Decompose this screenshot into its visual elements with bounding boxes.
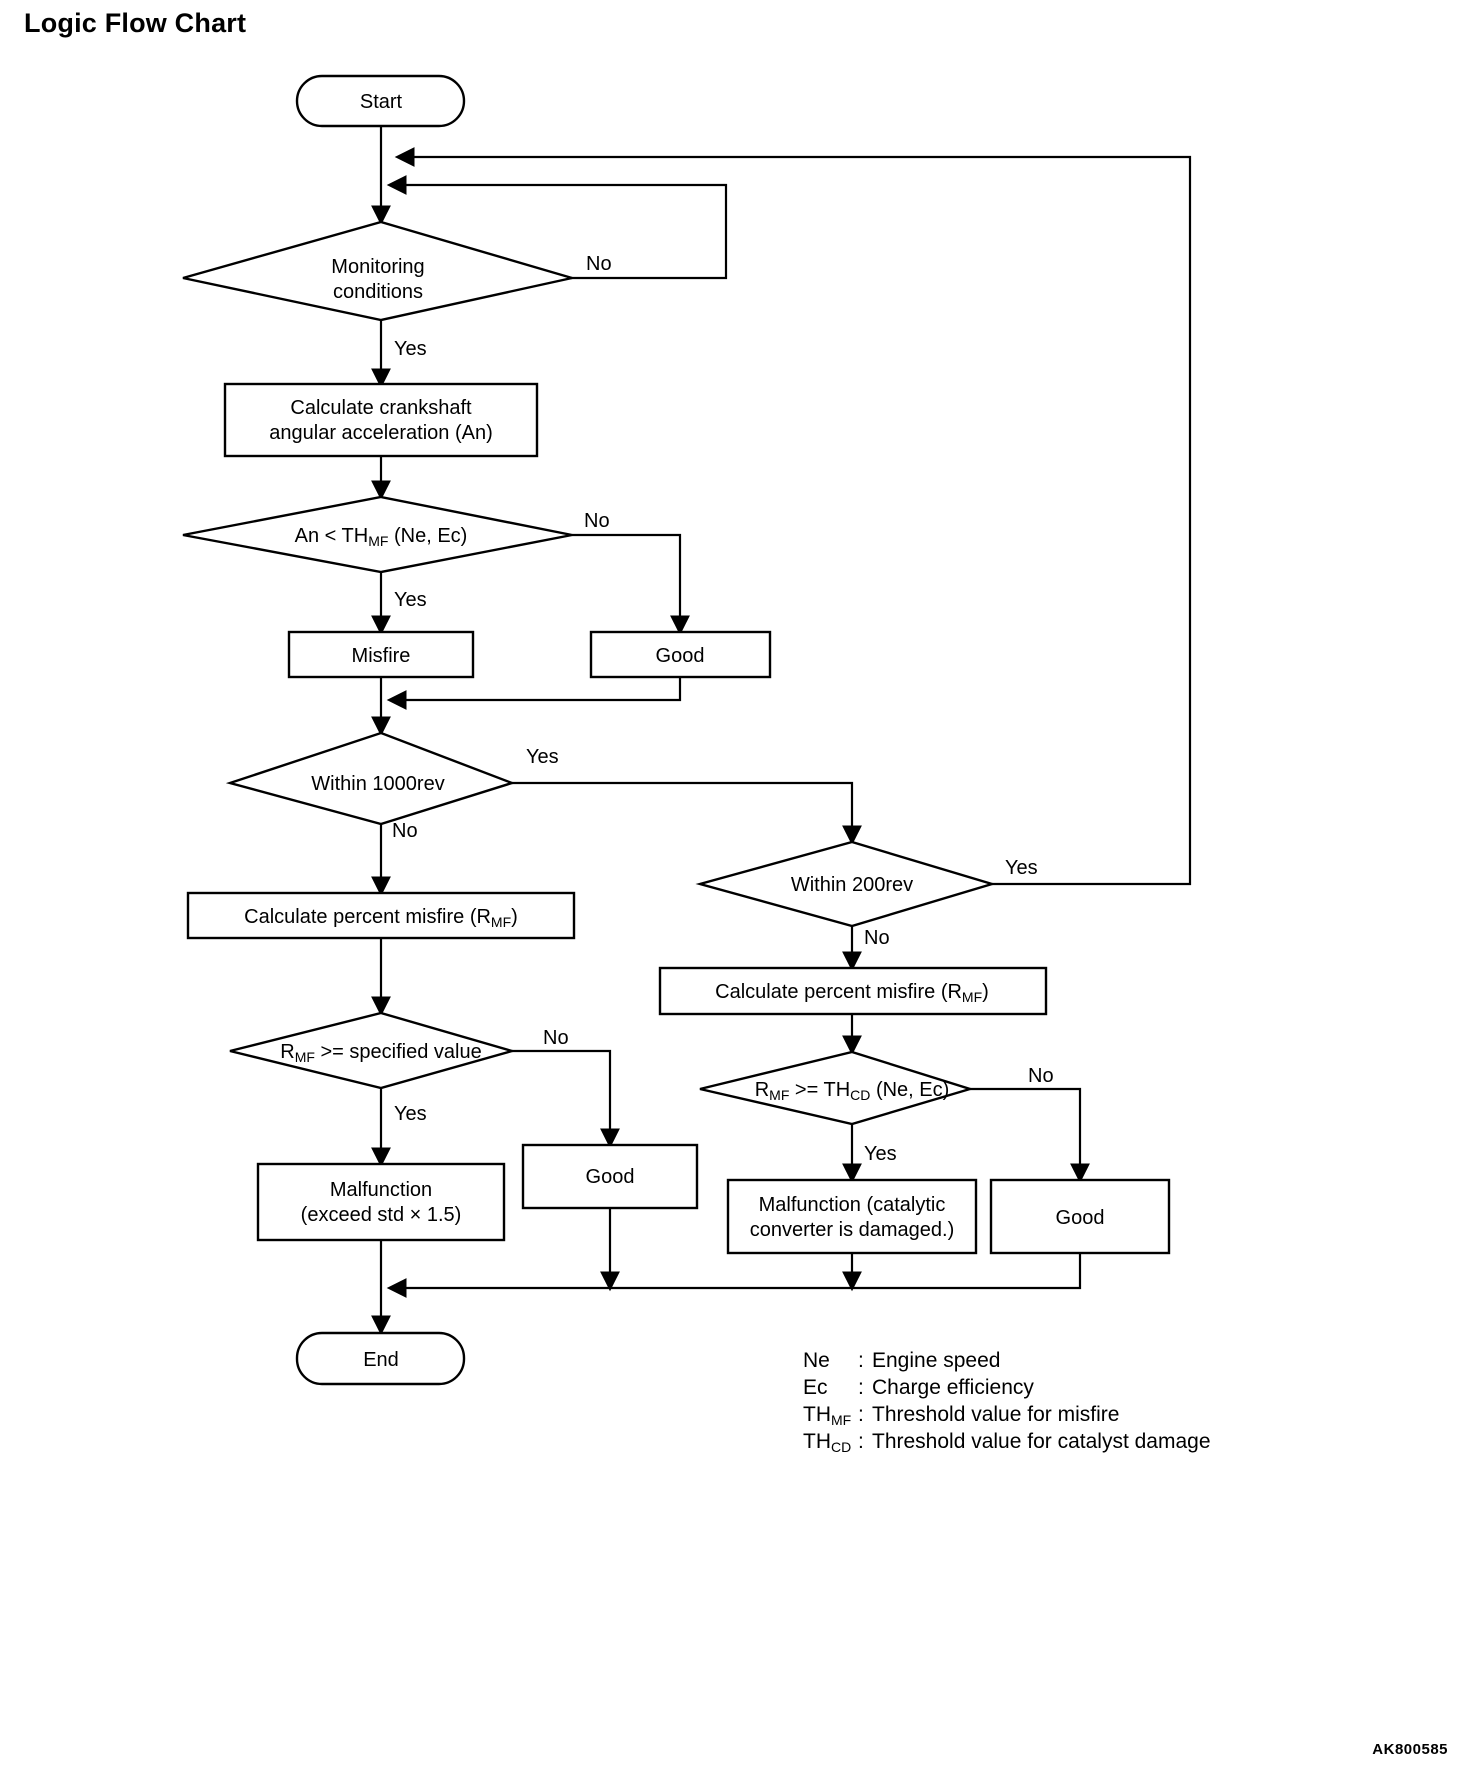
edge-label-an-yes: Yes bbox=[394, 589, 427, 611]
legend-symbol-ec: Ec bbox=[803, 1376, 828, 1399]
edge-label-within1000-no: No bbox=[392, 820, 418, 842]
node-monitoring-conditions[interactable]: Monitoring conditions bbox=[182, 220, 573, 322]
legend-symbol-ne: Ne bbox=[803, 1349, 830, 1372]
node-start[interactable]: Start bbox=[295, 74, 466, 128]
edge-an-no bbox=[572, 533, 690, 636]
node-good-3-label: Good bbox=[1056, 1207, 1105, 1229]
legend-row-ec: Ec : Charge efficiency bbox=[803, 1376, 1034, 1399]
node-good-2[interactable]: Good bbox=[521, 1143, 699, 1210]
edge-label-monitoring-no: No bbox=[586, 253, 612, 275]
node-end[interactable]: End bbox=[295, 1331, 466, 1386]
edge-good3-merge-bus bbox=[386, 1253, 1082, 1298]
node-malfunction-catalytic-converter[interactable]: Malfunction (catalytic converter is dama… bbox=[726, 1178, 978, 1255]
legend: Ne : Engine speed Ec : Charge efficiency… bbox=[803, 1349, 1211, 1455]
edge-rmfthcd-no bbox=[970, 1087, 1090, 1184]
node-rmf-gte-spec-label: RMF >= specified value bbox=[280, 1041, 481, 1065]
figure-code: AK800585 bbox=[1372, 1741, 1448, 1758]
edge-rmfspec-no bbox=[512, 1049, 620, 1149]
node-an-lt-thmf[interactable]: An < THMF (Ne, Ec) bbox=[182, 495, 573, 574]
node-monitoring-label-line2: conditions bbox=[333, 281, 423, 303]
node-calculate-crankshaft-acceleration[interactable]: Calculate crankshaft angular acceleratio… bbox=[223, 382, 539, 458]
node-rmf-gte-thcd[interactable]: RMF >= THCD (Ne, Ec) bbox=[699, 1050, 975, 1126]
node-calcaccel-line2: angular acceleration (An) bbox=[269, 422, 492, 444]
node-malfunction-cat-line1: Malfunction (catalytic bbox=[759, 1194, 946, 1216]
node-calculate-percent-misfire-left[interactable]: Calculate percent misfire (RMF) bbox=[186, 891, 576, 940]
node-misfire[interactable]: Misfire bbox=[287, 630, 475, 679]
edge-within1000-yes bbox=[512, 781, 862, 846]
edge-monitoring-no-loop bbox=[386, 175, 728, 280]
edge-label-rmfthcd-no: No bbox=[1028, 1065, 1054, 1087]
edge-label-rmfthcd-yes: Yes bbox=[864, 1143, 897, 1165]
edge-label-rmfspec-no: No bbox=[543, 1027, 569, 1049]
edge-within200-yes-loop bbox=[394, 147, 1192, 886]
legend-sep-thmf: : bbox=[858, 1403, 864, 1426]
node-rmf-gte-specified-value[interactable]: RMF >= specified value bbox=[229, 1011, 517, 1090]
legend-row-thcd: THCD : Threshold value for catalyst dama… bbox=[803, 1430, 1211, 1455]
node-calcaccel-line1: Calculate crankshaft bbox=[290, 397, 472, 419]
node-good-2-label: Good bbox=[586, 1166, 635, 1188]
node-end-label: End bbox=[363, 1349, 399, 1371]
legend-desc-ec: Charge efficiency bbox=[872, 1376, 1034, 1399]
legend-row-thmf: THMF : Threshold value for misfire bbox=[803, 1403, 1119, 1428]
edge-label-within1000-yes: Yes bbox=[526, 746, 559, 768]
node-start-label: Start bbox=[360, 91, 403, 113]
node-good-1-label: Good bbox=[656, 645, 705, 667]
node-good-1[interactable]: Good bbox=[589, 630, 772, 679]
node-within-1000rev[interactable]: Within 1000rev bbox=[225, 731, 516, 826]
page-title: Logic Flow Chart bbox=[24, 8, 247, 38]
edge-label-an-no: No bbox=[584, 510, 610, 532]
legend-sep-thcd: : bbox=[858, 1430, 864, 1453]
legend-desc-thcd: Threshold value for catalyst damage bbox=[872, 1430, 1211, 1453]
node-malfunction-std-line2: (exceed std × 1.5) bbox=[301, 1204, 462, 1226]
node-malfunction-std-line1: Malfunction bbox=[330, 1179, 432, 1201]
node-rmf-gte-thcd-label: RMF >= THCD (Ne, Ec) bbox=[755, 1079, 950, 1103]
legend-desc-thmf: Threshold value for misfire bbox=[872, 1403, 1119, 1426]
node-calcpct-right-label: Calculate percent misfire (RMF) bbox=[715, 981, 989, 1005]
node-monitoring-label-line1: Monitoring bbox=[331, 256, 424, 278]
node-calcpct-left-label: Calculate percent misfire (RMF) bbox=[244, 906, 518, 930]
node-misfire-label: Misfire bbox=[352, 645, 411, 667]
legend-row-ne: Ne : Engine speed bbox=[803, 1349, 1000, 1372]
node-within-200rev[interactable]: Within 200rev bbox=[695, 840, 997, 928]
legend-symbol-thcd: THCD bbox=[803, 1430, 851, 1455]
edge-label-within200-no: No bbox=[864, 927, 890, 949]
edge-label-within200-yes: Yes bbox=[1005, 857, 1038, 879]
node-malfunction-cat-line2: converter is damaged.) bbox=[750, 1219, 955, 1241]
edge-good1-merge bbox=[386, 677, 682, 710]
legend-symbol-thmf: THMF bbox=[803, 1403, 851, 1428]
edge-label-monitoring-yes: Yes bbox=[394, 338, 427, 360]
legend-sep-ec: : bbox=[858, 1376, 864, 1399]
node-good-3[interactable]: Good bbox=[989, 1178, 1171, 1255]
node-calculate-percent-misfire-right[interactable]: Calculate percent misfire (RMF) bbox=[658, 966, 1048, 1016]
node-an-lt-thmf-label: An < THMF (Ne, Ec) bbox=[295, 525, 468, 549]
node-malfunction-exceed-std[interactable]: Malfunction (exceed std × 1.5) bbox=[256, 1162, 506, 1242]
node-within1000-label: Within 1000rev bbox=[311, 773, 444, 795]
edge-label-rmfspec-yes: Yes bbox=[394, 1103, 427, 1125]
node-within200-label: Within 200rev bbox=[791, 874, 913, 896]
legend-desc-ne: Engine speed bbox=[872, 1349, 1000, 1372]
legend-sep-ne: : bbox=[858, 1349, 864, 1372]
